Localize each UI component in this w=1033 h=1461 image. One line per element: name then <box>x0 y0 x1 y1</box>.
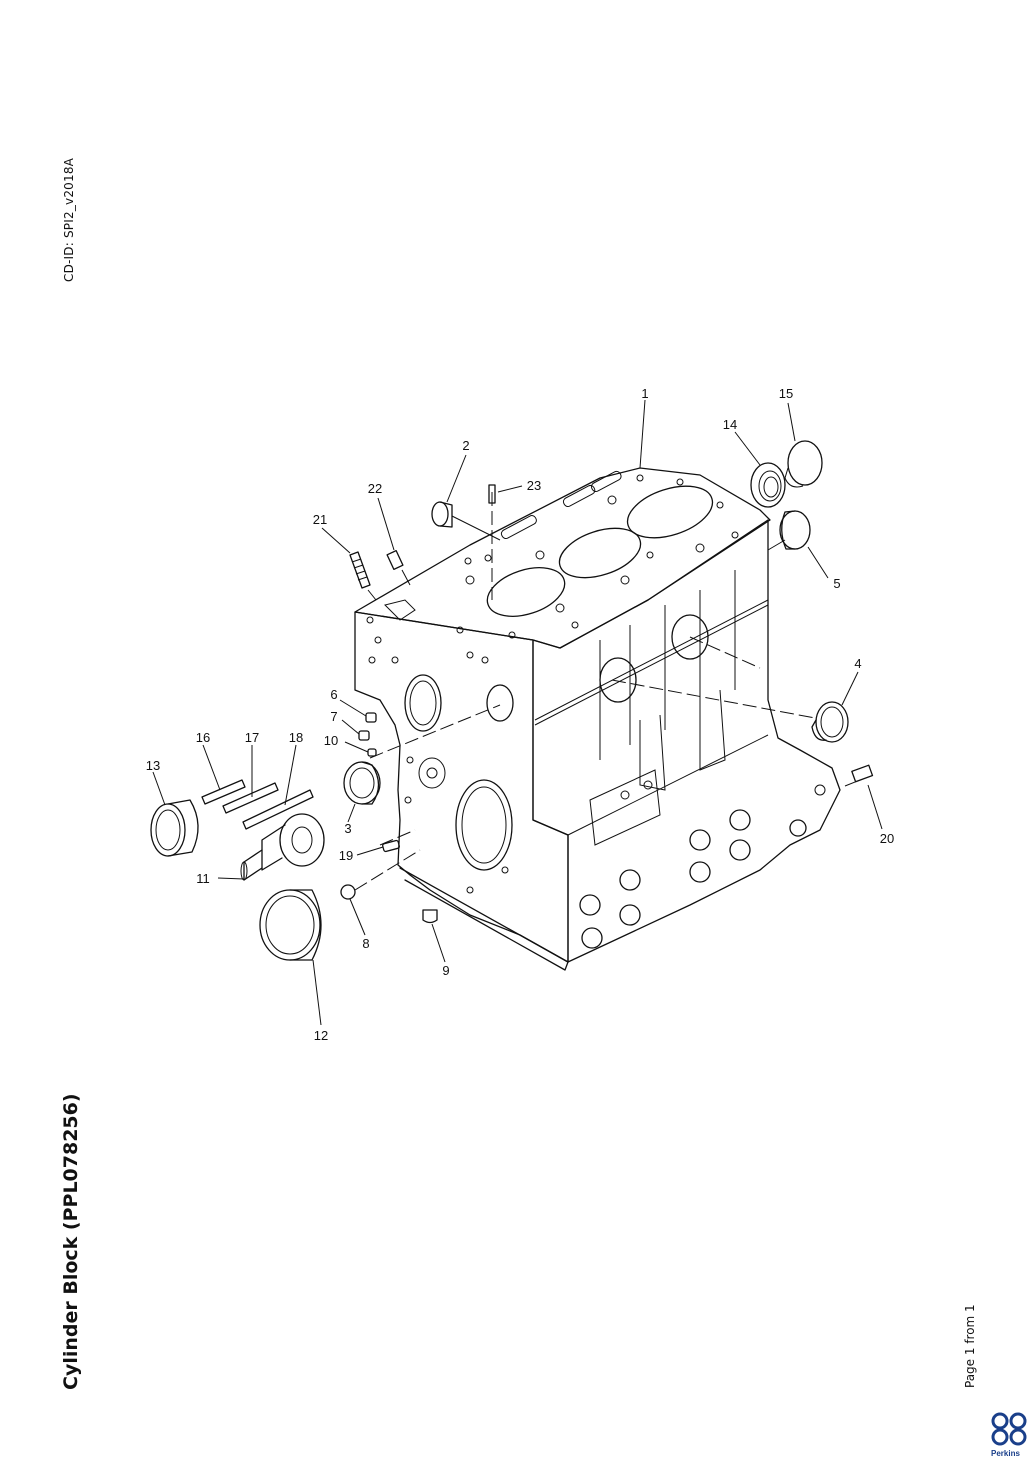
part-16-stud <box>201 779 246 805</box>
callout-10: 10 <box>324 733 338 748</box>
callout-22: 22 <box>368 481 382 496</box>
callout-18: 18 <box>289 730 303 745</box>
part-3-bush <box>343 761 381 805</box>
part-10-plug <box>367 748 377 757</box>
part-8-plug <box>340 884 356 900</box>
part-19-dowel <box>382 839 400 853</box>
callout-21: 21 <box>313 512 327 527</box>
part-23-dowel <box>488 484 496 504</box>
part-15-plug <box>784 440 823 488</box>
part-6-plug <box>365 712 377 723</box>
part-5-plug <box>767 510 811 551</box>
part-4-bush <box>811 701 849 743</box>
part-12-bush <box>259 889 322 961</box>
crank-axis <box>689 636 761 669</box>
part-11-idler-shaft <box>240 813 325 881</box>
page-indicator: Page 1 from 1 <box>963 1304 977 1388</box>
part-14-bearing <box>750 462 786 508</box>
brand-name: Perkins <box>991 1449 1020 1458</box>
front-bore-axis <box>369 704 501 759</box>
callout-20: 20 <box>880 831 894 846</box>
perkins-logo-icon <box>991 1412 1027 1446</box>
callout-9: 9 <box>442 963 449 978</box>
part-13-bearing <box>150 799 199 857</box>
callout-17: 17 <box>245 730 259 745</box>
callout-3: 3 <box>344 821 351 836</box>
callout-4: 4 <box>854 656 861 671</box>
part-7-plug <box>358 730 370 741</box>
callout-12: 12 <box>314 1028 328 1043</box>
callout-8: 8 <box>362 936 369 951</box>
camshaft-axis <box>611 679 816 719</box>
document-title: Cylinder Block (PPL078256) <box>60 1093 82 1390</box>
cylinder-block-body <box>354 467 841 971</box>
callout-7: 7 <box>330 709 337 724</box>
part-17-stud <box>222 782 279 814</box>
callout-11: 11 <box>196 871 210 886</box>
part-20-sleeve <box>851 764 874 783</box>
part-22-sleeve <box>386 549 411 586</box>
callout-1: 1 <box>641 386 648 401</box>
callout-23: 23 <box>527 478 541 493</box>
callout-13: 13 <box>146 758 160 773</box>
part-2-core-plug <box>431 501 501 541</box>
callout-2: 2 <box>462 438 469 453</box>
callout-6: 6 <box>330 687 337 702</box>
part-18-stud <box>242 789 314 830</box>
callout-5: 5 <box>833 576 840 591</box>
part-9-plug <box>422 909 438 924</box>
callout-15: 15 <box>779 386 793 401</box>
leader-lines <box>152 399 883 1026</box>
callout-14: 14 <box>723 417 737 432</box>
part-21-stud <box>349 551 377 601</box>
callout-16: 16 <box>196 730 210 745</box>
callout-19: 19 <box>339 848 353 863</box>
